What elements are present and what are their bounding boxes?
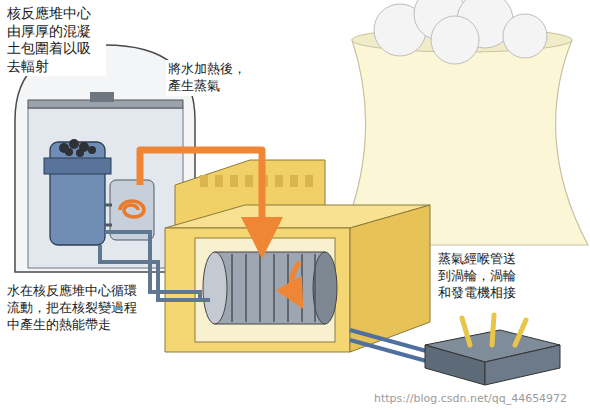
steam-pipe bbox=[140, 150, 300, 296]
callout-text: 蒸氣經喉管送到渦輪，渦輪和發電機相接 bbox=[436, 250, 522, 303]
watermark: https://blog.csdn.net/qq_44654972 bbox=[372, 391, 569, 407]
reactor-vessel bbox=[44, 139, 111, 245]
turbine bbox=[203, 252, 337, 324]
callout-text: 核反應堆中心由厚厚的混凝土包圍着以吸去輻射 bbox=[5, 4, 106, 76]
generator bbox=[425, 315, 560, 385]
condenser-pipes bbox=[350, 330, 430, 362]
callout-text: 將水加熱後，產生蒸氣 bbox=[166, 60, 252, 96]
callout-text: 水在核反應堆中心循環流動，把在核裂變過程中產生的熱能帶走 bbox=[5, 282, 143, 335]
turbine-hall bbox=[165, 160, 430, 352]
steam-cloud bbox=[374, 0, 547, 64]
